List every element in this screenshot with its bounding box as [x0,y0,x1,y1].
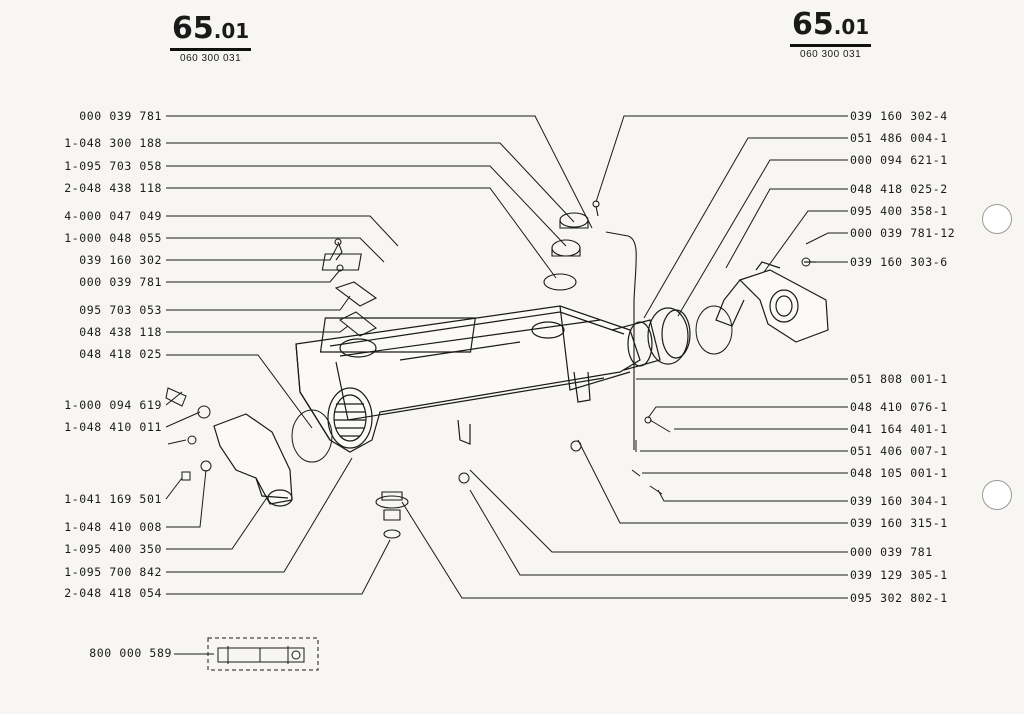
part-label-left[interactable]: 048 418 025 [79,347,162,361]
page-number-right: 65.01 [790,10,872,47]
part-label-right[interactable]: 039 160 315-1 [850,516,948,530]
kit-inset-box [207,637,319,671]
part-label-left[interactable]: 1-048 410 011 [64,420,162,434]
part-label-right[interactable]: 039 160 302-4 [850,109,948,123]
cap-assembly [543,200,637,450]
part-label-left[interactable]: 2-048 418 054 [64,586,162,600]
part-label-left[interactable]: 1-095 400 350 [64,542,162,556]
part-label-left[interactable]: 039 160 302 [79,253,162,267]
leader-line [166,354,313,429]
leader-line [166,457,353,573]
part-label-left[interactable]: 1-041 169 501 [64,492,162,506]
part-label-right[interactable]: 048 418 025-2 [850,182,948,196]
part-label-right[interactable]: 041 164 401-1 [850,422,948,436]
part-label-right[interactable]: 051 808 001-1 [850,372,948,386]
leader-line [469,469,848,553]
elbow-fitting-right [715,261,829,343]
page-number-left: 65.01 [170,14,252,51]
doc-code-right: 060 300 031 [800,49,862,60]
part-label-right[interactable]: 048 410 076-1 [850,400,948,414]
part-label-left[interactable]: 000 039 781 [79,275,162,289]
leader-line [643,137,848,319]
screw-right [801,257,832,267]
part-label-left[interactable]: 800 000 589 [89,646,172,660]
leader-line [577,439,848,524]
gasket-ring-left [291,409,333,463]
leader-line [763,210,848,273]
part-label-left[interactable]: 1-095 703 058 [64,159,162,173]
part-label-left[interactable]: 4-000 047 049 [64,209,162,223]
binder-hole-top [982,204,1012,234]
cooler-body [295,305,691,453]
leader-line [166,142,575,223]
leader-line [166,215,399,247]
small-fasteners-right [458,416,671,495]
part-label-right[interactable]: 095 400 358-1 [850,204,948,218]
part-label-right[interactable]: 039 160 304-1 [850,494,948,508]
leader-line [805,232,848,245]
leader-line [166,187,557,279]
kit-inset-part [217,646,305,664]
o-ring-right [695,305,733,355]
leader-line [166,469,207,528]
leader-line [166,539,391,595]
leader-line [165,477,183,500]
page-number-header-left: 65.01 060 300 031 [170,14,252,64]
page-number-header-right: 65.01 060 300 031 [790,10,872,60]
part-label-right[interactable]: 000 039 781-12 [850,226,956,240]
part-label-left[interactable]: 1-095 700 842 [64,565,162,579]
part-label-right[interactable]: 051 486 004-1 [850,131,948,145]
part-label-right[interactable]: 039 129 305-1 [850,568,948,582]
elbow-fitting-left [213,413,293,507]
small-fasteners-left [165,387,212,481]
part-label-left[interactable]: 095 703 053 [79,303,162,317]
drain-plug [375,491,409,539]
part-label-left[interactable]: 1-048 410 008 [64,520,162,534]
leader-line [657,489,848,502]
leader-line [401,501,848,599]
leader-line [725,188,848,269]
part-label-left[interactable]: 2-048 438 118 [64,181,162,195]
part-label-left[interactable]: 000 039 781 [79,109,162,123]
leader-line [166,495,269,550]
part-label-right[interactable]: 095 302 802-1 [850,591,948,605]
leader-line [166,165,567,247]
doc-code-left: 060 300 031 [180,53,242,64]
leader-line [166,295,351,311]
binder-hole-bottom [982,480,1012,510]
leader-line [469,489,848,576]
leader-line [677,159,848,317]
leader-line [595,115,848,203]
leader-line [647,406,848,419]
leader-line [166,269,341,283]
leader-line [166,325,349,333]
part-label-left[interactable]: 1-048 300 188 [64,136,162,150]
part-label-right[interactable]: 000 039 781 [850,545,933,559]
part-label-right[interactable]: 048 105 001-1 [850,466,948,480]
part-label-right[interactable]: 000 094 621-1 [850,153,948,167]
left-gasket-set [321,238,378,337]
leader-line [166,237,385,263]
leader-line [166,244,339,261]
part-label-right[interactable]: 039 160 303-6 [850,255,948,269]
leader-line [165,411,201,428]
leader-line [166,115,593,229]
leader-line [165,391,183,406]
part-label-left[interactable]: 048 438 118 [79,325,162,339]
part-label-left[interactable]: 1-000 048 055 [64,231,162,245]
part-label-left[interactable]: 1-000 094 619 [64,398,162,412]
part-label-right[interactable]: 051 406 007-1 [850,444,948,458]
